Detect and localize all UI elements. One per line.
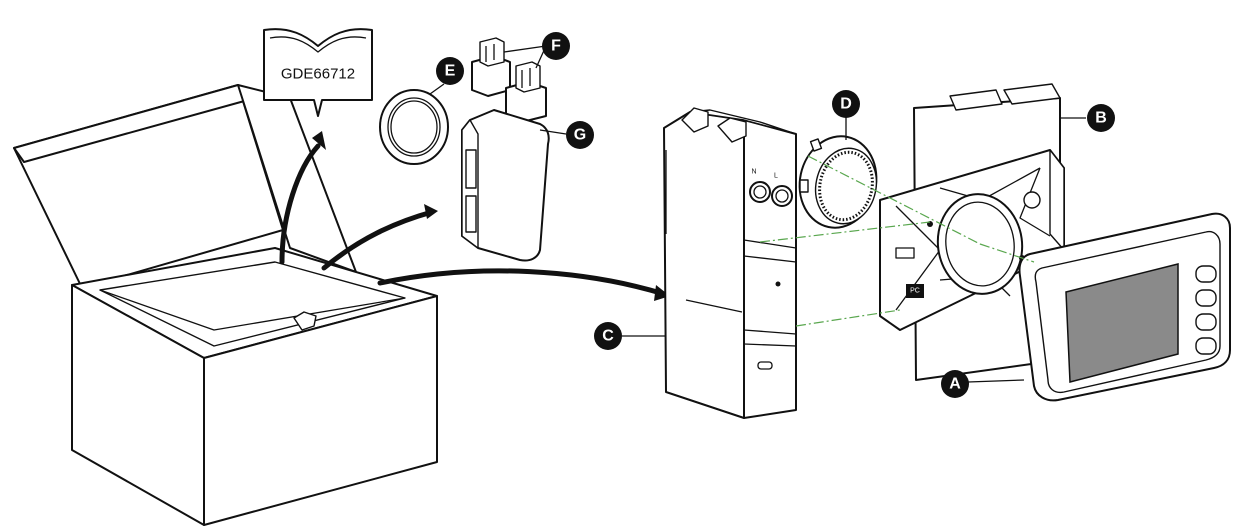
ring-nut-tab-2 bbox=[799, 179, 809, 193]
cover-body bbox=[461, 109, 550, 262]
open-box bbox=[13, 84, 438, 526]
label-badge-a: A bbox=[941, 370, 969, 398]
label-badge-g: G bbox=[566, 121, 594, 149]
module-top-terminal-1 bbox=[681, 107, 709, 133]
label-g-leader bbox=[539, 129, 567, 135]
module-terminal-mark-2: L bbox=[774, 173, 778, 180]
module-front-line-3 bbox=[743, 329, 797, 335]
faceplate-marking: PC bbox=[910, 288, 920, 295]
terminal-connectors-f bbox=[471, 37, 547, 123]
module-terminal-mark-1: N bbox=[751, 169, 756, 176]
module-front bbox=[743, 119, 797, 419]
ring-nut-thread bbox=[818, 150, 874, 222]
faceplate-marking-box bbox=[906, 284, 924, 298]
connector-2 bbox=[505, 61, 547, 123]
label-e-text: E bbox=[445, 63, 456, 80]
module-side bbox=[663, 111, 745, 419]
arrow-to-accessories bbox=[321, 209, 435, 271]
module-front-line-2 bbox=[743, 255, 797, 263]
guide-line-4 bbox=[979, 243, 1035, 263]
panel-tab-1 bbox=[949, 89, 1003, 111]
alignment-guides bbox=[759, 155, 1035, 327]
gasket-ring-e bbox=[379, 89, 449, 165]
label-a-text: A bbox=[949, 376, 961, 393]
cover-slot-1 bbox=[465, 149, 477, 189]
module-led bbox=[775, 281, 781, 287]
box-side-face bbox=[203, 295, 438, 526]
ring-nut-d bbox=[798, 112, 878, 229]
adapter-mark bbox=[895, 247, 915, 259]
din-module-c: N L bbox=[663, 107, 797, 419]
module-front-line-4 bbox=[743, 343, 797, 347]
label-f-text: F bbox=[551, 38, 561, 55]
label-badge-e: E bbox=[429, 57, 464, 95]
manual-pages bbox=[269, 36, 367, 53]
connector-1-top bbox=[479, 37, 505, 67]
unpacking-arrows bbox=[279, 131, 670, 301]
guide-line-1 bbox=[759, 221, 931, 243]
label-c-text: C bbox=[602, 328, 614, 345]
label-e-leader bbox=[429, 83, 445, 95]
label-b-text: B bbox=[1095, 110, 1107, 127]
adapter-center-hole-inner bbox=[945, 201, 1015, 287]
label-badge-c: C bbox=[594, 322, 666, 350]
gasket-ring-inner bbox=[387, 97, 441, 157]
gasket-ring-inner-edge bbox=[390, 100, 438, 154]
panel-tab-2 bbox=[1003, 83, 1061, 105]
display-button-2[interactable] bbox=[1195, 289, 1217, 307]
display-screen bbox=[1065, 263, 1179, 383]
module-terminal-screw-2 bbox=[771, 185, 793, 207]
arrow-to-manual-head bbox=[312, 131, 326, 150]
manual-reference-number: GDE66712 bbox=[281, 66, 355, 83]
ring-nut-tab-1 bbox=[809, 138, 823, 152]
label-a-leader bbox=[967, 379, 1025, 383]
display-button-1[interactable] bbox=[1195, 265, 1217, 283]
label-badge-f: F bbox=[542, 32, 570, 60]
arrow-to-module bbox=[377, 268, 667, 297]
module-clip bbox=[757, 361, 773, 370]
box-interior-fold bbox=[99, 289, 406, 331]
adapter-rib-3 bbox=[1019, 167, 1051, 237]
module-terminal-screw-1 bbox=[749, 181, 771, 203]
module-top-terminal-2 bbox=[717, 117, 747, 143]
label-badge-b: B bbox=[1087, 104, 1115, 132]
module-terminal-screw-1-inner bbox=[753, 185, 767, 199]
adapter-plate-edge bbox=[1049, 149, 1065, 251]
display-button-4[interactable] bbox=[1195, 337, 1217, 355]
user-manual: GDE66712 bbox=[263, 28, 373, 117]
manual-book-icon bbox=[263, 28, 373, 117]
arrow-to-manual bbox=[279, 143, 321, 265]
adapter-screw-hole bbox=[1023, 191, 1041, 209]
connector-1 bbox=[471, 37, 511, 97]
label-g-text: G bbox=[574, 127, 586, 144]
guide-line-3 bbox=[807, 155, 981, 245]
terminal-cover-g bbox=[461, 109, 567, 262]
cover-slot-2 bbox=[465, 195, 477, 233]
module-front-line-1 bbox=[743, 239, 797, 249]
label-d-text: D bbox=[840, 96, 852, 113]
display-button-3[interactable] bbox=[1195, 313, 1217, 331]
module-side-line bbox=[685, 299, 743, 313]
box-inner-tab bbox=[293, 311, 317, 331]
label-badge-d: D bbox=[832, 90, 860, 118]
arrow-to-accessories-head bbox=[424, 204, 438, 219]
display-unit-a bbox=[967, 212, 1231, 402]
module-terminal-screw-2-inner bbox=[775, 189, 789, 203]
